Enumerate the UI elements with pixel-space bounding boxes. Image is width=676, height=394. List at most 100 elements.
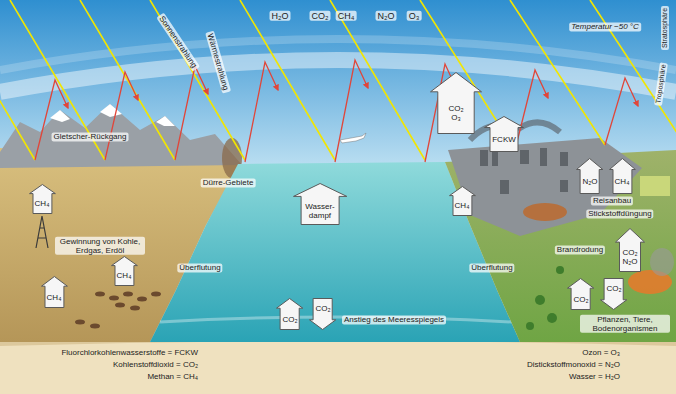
gas-formula: CO₂ (310, 11, 331, 21)
mountains (0, 104, 242, 168)
source-label: Pflanzen, Tiere, Bodenorganismen (580, 315, 670, 333)
gas-formula: N₂O (376, 11, 397, 21)
solar-ray (240, 0, 335, 160)
heat-ray (105, 72, 138, 160)
arrow-outline (111, 256, 138, 286)
arrow-text-block: FCKW (492, 135, 516, 144)
arrow-text-area: CO₂N₂O (620, 242, 641, 272)
tree (556, 266, 564, 274)
solar-ray (150, 0, 245, 160)
arrow-text-block: CO₂ (282, 315, 297, 324)
tree (535, 295, 545, 305)
gas-formula: H₂O (270, 11, 291, 21)
sand-ground (0, 338, 676, 394)
gas-formula: CO₂ (606, 284, 621, 293)
arrow-shape (29, 185, 55, 214)
gas-formula: CO₂ (315, 304, 330, 313)
arrow-outline (449, 186, 476, 216)
emission-arrow: CH₄ (29, 184, 56, 214)
arrow-shape (293, 184, 346, 225)
landfill-mound (523, 203, 567, 221)
tree (547, 313, 557, 323)
emission-arrow: CO₂ (600, 278, 627, 310)
city-area (448, 138, 642, 236)
gas-formula: CO₂ (573, 295, 588, 304)
effect-label: Anstieg des Meeresspiegels (342, 315, 446, 324)
building (480, 150, 488, 166)
arrow-text-block: CH₄ (117, 271, 132, 280)
arrow-shape (277, 299, 303, 330)
gas-formula: CO₂ (448, 104, 463, 113)
heat-ray (335, 60, 368, 162)
emission-arrow: CH₄ (609, 158, 636, 194)
arrow-text-block: CO₂O₃ (448, 104, 463, 122)
emission-arrow: CO₂ (309, 298, 336, 330)
heat-ray (245, 62, 278, 162)
gas-formula: CO₂ (282, 315, 297, 324)
gas-formula: CH₄ (35, 199, 50, 208)
trees (526, 266, 564, 330)
arrow-text-block: CO₂ (573, 295, 588, 304)
arrow-text-area: CH₄ (453, 196, 472, 216)
arrow-outline (567, 278, 594, 310)
gas-formula: CH₄ (455, 201, 470, 210)
tree (526, 322, 534, 330)
heat-ray (515, 70, 548, 150)
arrow-text-block: CO₂N₂O (622, 248, 637, 266)
glacier-snow (50, 104, 175, 126)
arrow-text-block: CH₄ (615, 177, 630, 186)
arrow-shape (568, 279, 594, 310)
solar-ray (0, 0, 35, 160)
arrow-shape (111, 257, 137, 286)
source-label: Reisanbau (591, 196, 633, 205)
emission-arrow: CO₂N₂O (615, 228, 645, 272)
source-label: Stickstoffdüngung (586, 209, 653, 218)
arrow-outline (41, 276, 68, 308)
arrow-text-block: CH₄ (35, 199, 50, 208)
cow (95, 292, 105, 297)
arrow-shape (310, 299, 336, 330)
emission-arrow: CH₄ (449, 186, 476, 216)
solar-rays (0, 0, 676, 160)
arrow-shape (601, 279, 627, 310)
effect-label: Überflutung (469, 263, 514, 272)
source-label: Gewinnung von Kohle, Erdgas, Erdöl (55, 237, 145, 255)
key-entry: Distickstoffmonoxid = N₂O (525, 360, 622, 369)
gas-formula: FCKW (492, 135, 516, 144)
gas-formula: CH₄ (336, 11, 357, 21)
arrow-text-area: CO₂ (280, 308, 299, 330)
gas-formula: O₃ (448, 113, 463, 122)
arrow-outline (29, 184, 56, 214)
arrow-text-block: CO₂ (315, 304, 330, 313)
arrow-text-area: N₂O (580, 170, 599, 194)
effect-label: Dürre-Gebiete (201, 178, 256, 187)
gas-formula: CH₄ (117, 271, 132, 280)
atmosphere-band (0, 60, 676, 92)
cow (90, 324, 100, 329)
gas-formula: N₂O (582, 177, 597, 186)
cow (151, 292, 161, 297)
cow (109, 296, 119, 301)
arrow-shape (577, 159, 603, 194)
arrow-outline (309, 298, 336, 330)
city-buildings (480, 146, 568, 194)
source-label: Brandrodung (555, 245, 605, 254)
gas-formula: CH₄ (47, 293, 62, 302)
solar-ray (330, 0, 425, 160)
arrow-text-block: Wasser- dampf (303, 202, 337, 220)
arrow-outline (600, 278, 627, 310)
heat-ray (35, 80, 68, 160)
layer-name: Stratosphäre (661, 6, 669, 50)
arrow-outline (609, 158, 636, 194)
arrow-text-area: CO₂ (571, 288, 590, 310)
arrow-outline (276, 298, 303, 330)
arrow-outline (576, 158, 603, 194)
arrow-shape (431, 73, 482, 134)
effect-label: Überflutung (177, 263, 222, 272)
cattle-herd (75, 292, 161, 329)
arrow-outline (484, 116, 524, 152)
arrow-text-area: CO₂ (604, 278, 623, 300)
arrow-shape (609, 159, 635, 194)
arrow-shape (485, 117, 524, 152)
